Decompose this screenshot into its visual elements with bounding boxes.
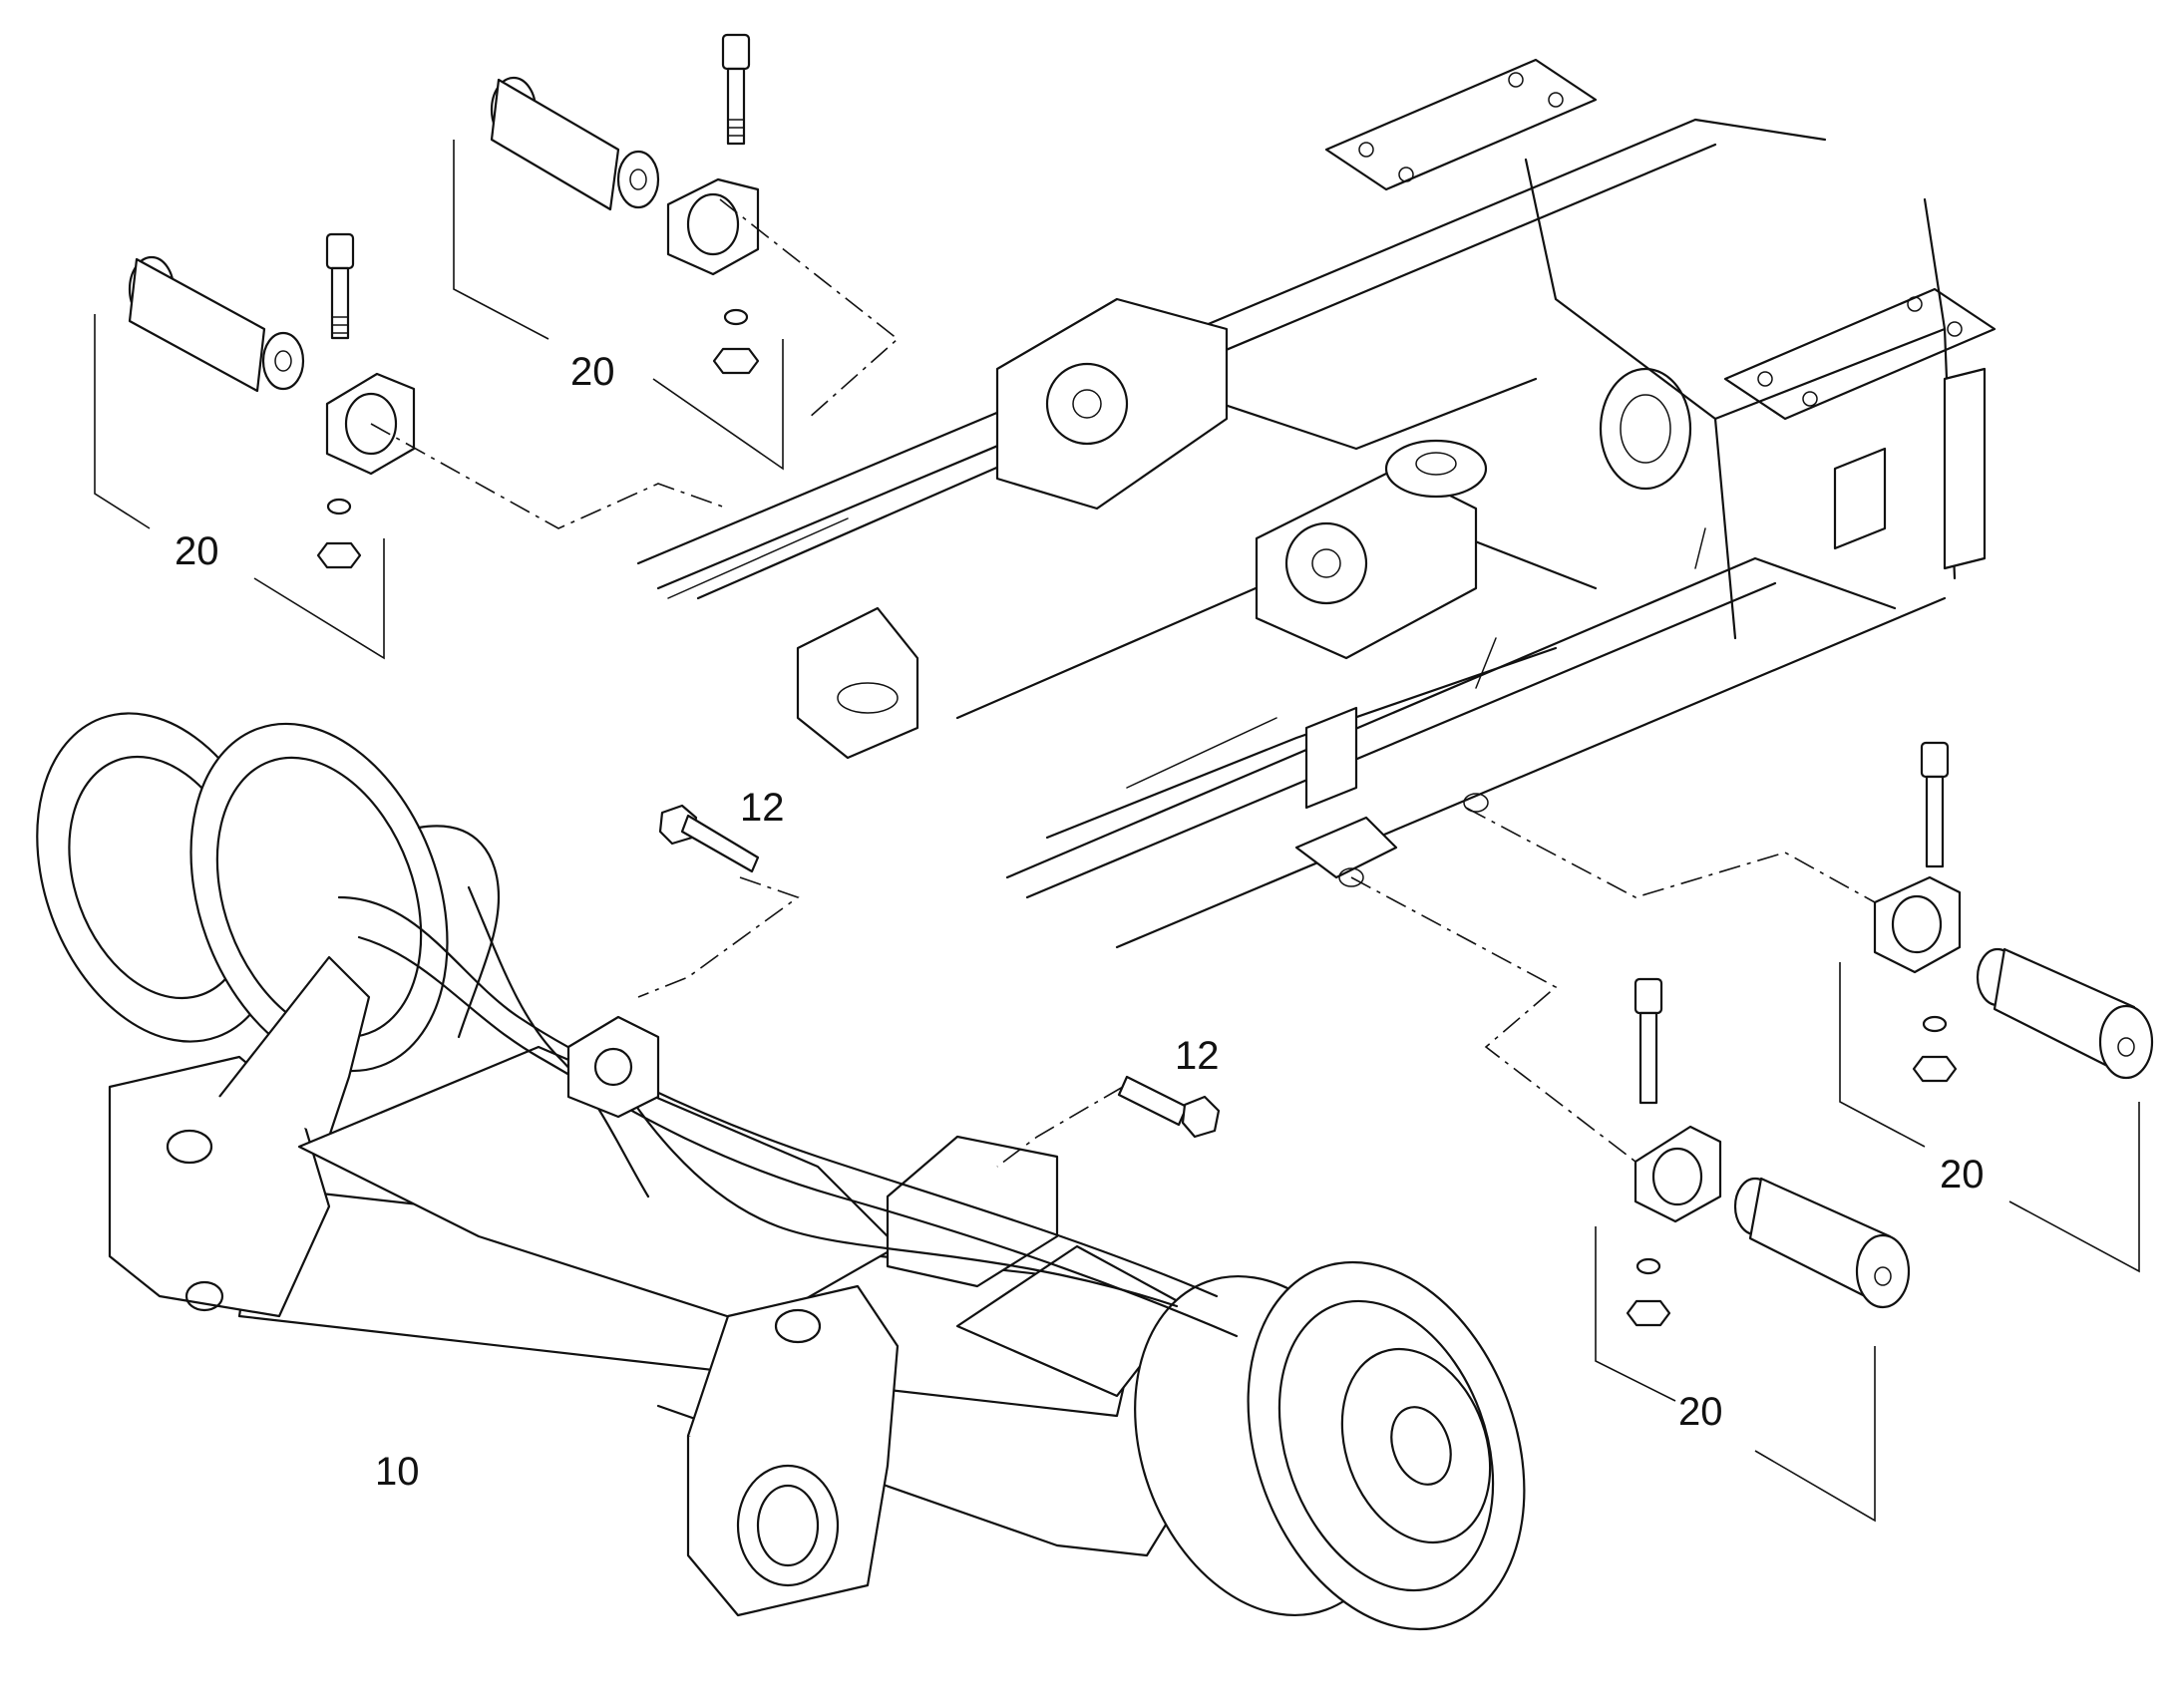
clamp-block <box>1634 1125 1722 1223</box>
pin-kit-top-left <box>128 232 416 569</box>
alignment-lines <box>370 198 1876 1168</box>
clamp-block <box>325 372 416 476</box>
clamp-block <box>666 177 760 276</box>
callout-bolt-upper: 12 <box>740 786 785 830</box>
callout-axle: 10 <box>375 1450 420 1494</box>
pivot-pin <box>1733 1177 1911 1309</box>
washer <box>1635 1257 1661 1275</box>
callout-kit-top-center: 20 <box>570 350 615 394</box>
axle-assembly <box>36 712 1526 1631</box>
pin-kit-right-lower <box>1626 977 1911 1327</box>
washer <box>723 308 749 326</box>
valve-block <box>566 1015 660 1119</box>
washer <box>1922 1015 1948 1033</box>
hex-nut <box>712 347 760 375</box>
pivot-pin <box>1976 947 2154 1080</box>
axle-bolt-lower <box>1117 1075 1221 1139</box>
pivot-pin <box>128 255 305 393</box>
pin-kit-right-upper <box>1873 741 2154 1083</box>
clamp-block <box>1873 875 1962 974</box>
hydraulic-lines <box>337 825 1239 1338</box>
callout-bolt-lower: 12 <box>1175 1034 1220 1078</box>
callout-kit-right-upper: 20 <box>1940 1153 1985 1196</box>
hex-bolt <box>1634 977 1663 1105</box>
callout-brackets <box>94 140 2140 1523</box>
hex-nut <box>316 541 362 569</box>
chassis-frame <box>636 58 1997 949</box>
hex-nut <box>1912 1055 1958 1083</box>
hex-bolt <box>325 232 355 340</box>
left-wheel-hub <box>36 712 449 1073</box>
hex-nut <box>1626 1299 1671 1327</box>
pivot-pin <box>490 76 660 211</box>
hex-bolt <box>721 33 751 146</box>
hex-bolt <box>1920 741 1950 868</box>
pin-kit-top-center <box>490 33 760 375</box>
right-wheel-hub <box>1134 1260 1526 1631</box>
callout-kit-top-left: 20 <box>175 529 219 573</box>
washer <box>326 498 352 515</box>
axle-bolt-upper <box>658 804 760 873</box>
callout-kit-right-lower: 20 <box>1678 1390 1723 1434</box>
